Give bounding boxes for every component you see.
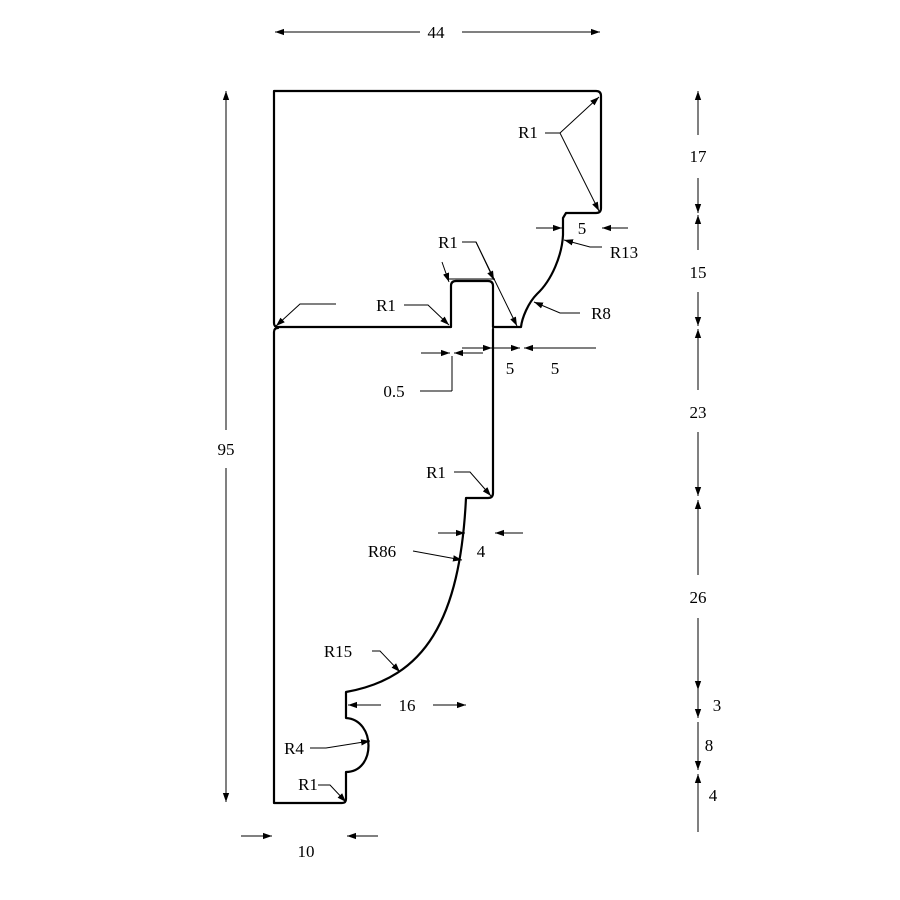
- label-step-left: 5: [506, 359, 515, 378]
- leader-top-cove: [563, 239, 602, 248]
- lower-body-outline: [272, 326, 495, 805]
- label-step-lower: 4: [477, 542, 486, 561]
- label-offset-small: 0.5: [383, 382, 404, 401]
- leader-left-corner: [275, 303, 336, 327]
- label-radius-groove-left: R1: [376, 296, 396, 315]
- label-radius-lower-curve: R15: [324, 642, 352, 661]
- leader-large-curve: [412, 550, 463, 562]
- label-radius-groove: R1: [438, 233, 458, 252]
- label-bead-width: 16: [399, 696, 416, 715]
- label-right-3: 3: [713, 696, 722, 715]
- label-right-8: 8: [705, 736, 714, 755]
- label-overall-width: 44: [428, 23, 446, 42]
- leader-lower-step: [454, 471, 492, 497]
- label-right-23: 23: [690, 403, 707, 422]
- label-right-15: 15: [690, 263, 707, 282]
- leader-mid-cove: [533, 301, 580, 314]
- label-radius-top-corner: R1: [518, 123, 538, 142]
- leader-top-corner-a: [545, 96, 600, 134]
- label-radius-large-curve: R86: [368, 542, 396, 561]
- leader-groove-tick: [441, 261, 450, 283]
- label-base-width: 10: [298, 842, 315, 861]
- leader-bead: [310, 739, 371, 749]
- label-right-26: 26: [690, 588, 707, 607]
- leader-lower-curve: [372, 650, 401, 673]
- leader-groove-a: [462, 241, 518, 327]
- leader-groove-b: [475, 241, 495, 281]
- label-right-17: 17: [690, 147, 708, 166]
- label-radius-bead: R4: [284, 739, 304, 758]
- label-overall-height: 95: [218, 440, 235, 459]
- label-step-top: 5: [578, 219, 587, 238]
- label-radius-mid-cove: R8: [591, 304, 611, 323]
- label-radius-bottom: R1: [298, 775, 318, 794]
- leader-top-corner-b: [559, 132, 600, 212]
- label-step-mid: 5: [551, 359, 560, 378]
- label-right-4: 4: [709, 786, 718, 805]
- label-radius-lower-step: R1: [426, 463, 446, 482]
- label-radius-top-cove: R13: [610, 243, 638, 262]
- leader-groove-left: [404, 304, 450, 326]
- upper-block-outline: [272, 89, 603, 329]
- leader-bottom: [318, 784, 347, 803]
